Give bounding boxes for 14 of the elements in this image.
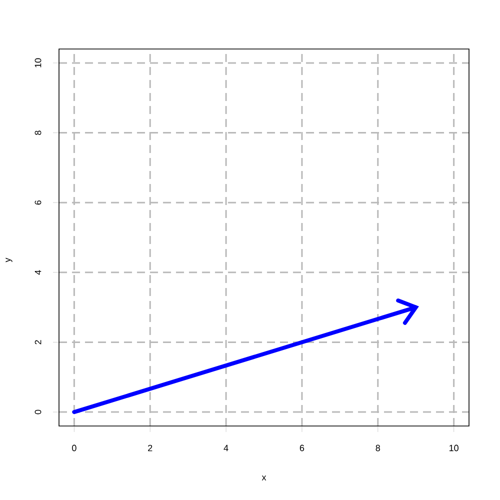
axis-title: y	[6, 258, 12, 262]
axis-title: x	[262, 476, 266, 480]
x-tick-label: 0	[72, 444, 76, 452]
tick-label: 4	[34, 270, 42, 275]
tick-label: 10	[34, 58, 42, 68]
x-tick-label: 6	[300, 444, 304, 452]
tick-label: 0	[34, 410, 42, 414]
x-tick-label: 8	[376, 444, 380, 452]
x-tick-label: 2	[148, 444, 152, 452]
tick-label: 6	[34, 200, 42, 205]
tick-label: 2	[34, 340, 42, 344]
x-tick-label: 10	[450, 444, 458, 452]
tick-label: 8	[34, 130, 42, 135]
x-tick-label: 4	[224, 444, 228, 452]
